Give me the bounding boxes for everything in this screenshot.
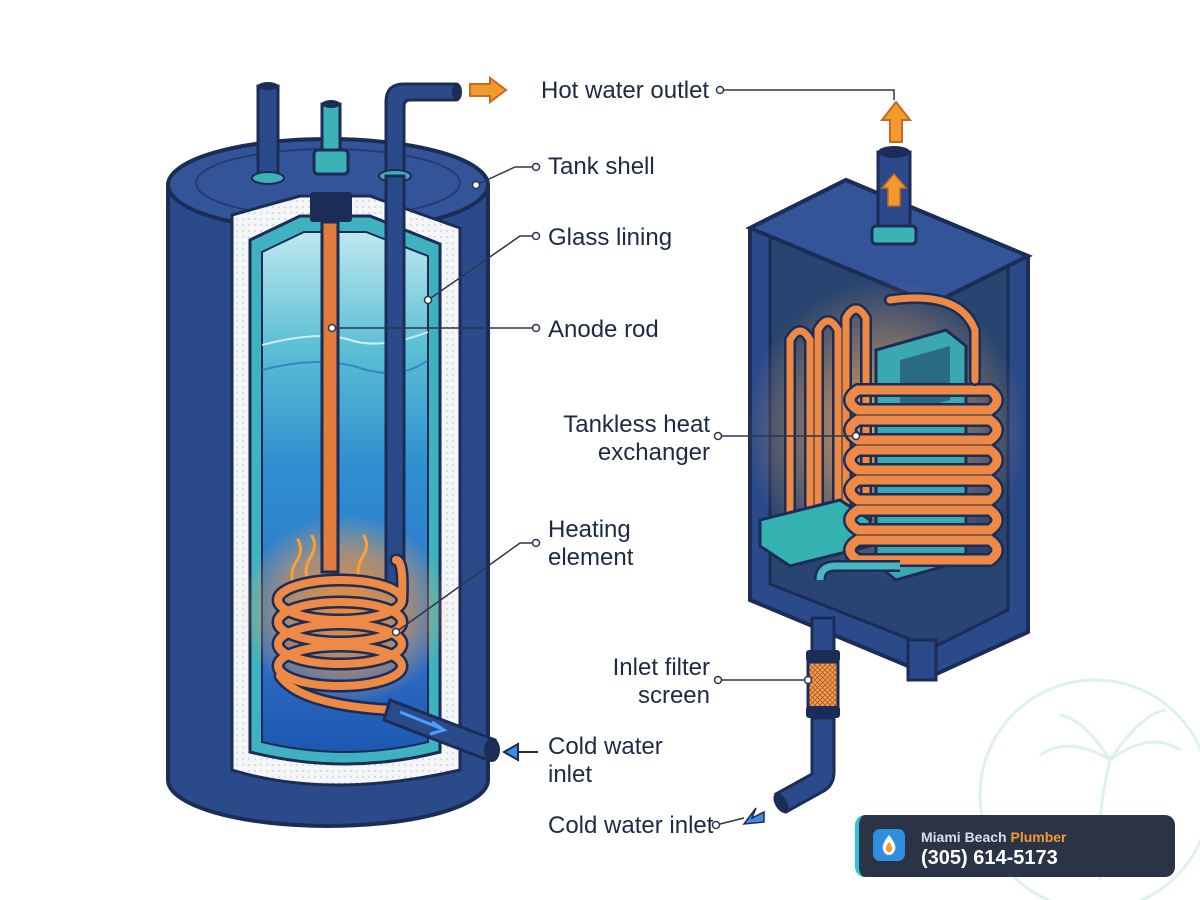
phone-number[interactable]: (305) 614-5173 — [921, 847, 1058, 869]
hot-outlet-arrow-icon — [469, 76, 508, 104]
label-cold-water-inlet-tankless: Cold water inlet — [548, 812, 714, 839]
brand-name: Miami Beach Plumber — [921, 829, 1067, 845]
label-anode-rod: Anode rod — [548, 316, 659, 343]
hot-outlet-up-arrow-icon — [879, 100, 913, 143]
inlet-filter-screen — [806, 616, 840, 718]
water-drop-icon — [873, 829, 905, 861]
brand-name-accent: Plumber — [1010, 829, 1067, 845]
brand-name-text: Miami Beach — [921, 829, 1007, 845]
contact-badge[interactable]: Miami Beach Plumber (305) 614-5173 — [855, 815, 1175, 877]
outlet-up-arrow-icon — [880, 172, 908, 207]
tankless-water-heater — [742, 100, 1033, 825]
tank-top-pipes — [251, 82, 462, 588]
label-tankless-heat-exchanger: Tankless heat exchanger — [563, 411, 710, 466]
callout-leaders — [332, 89, 895, 826]
anode-rod — [320, 220, 340, 574]
burner-tubes — [784, 303, 872, 526]
label-hot-water-outlet: Hot water outlet — [541, 77, 710, 104]
callout-endpoints — [327, 85, 861, 830]
tankless-heat-exchanger — [843, 292, 1004, 567]
cold-inlet-arrow-icon — [742, 807, 765, 825]
label-glass-lining: Glass lining — [548, 224, 673, 251]
label-inlet-filter-screen: Inlet filter screen — [612, 654, 710, 709]
label-heating-element: Heating element — [548, 516, 634, 571]
label-tank-shell: Tank shell — [548, 153, 655, 180]
label-cold-water-inlet-tank: Cold water inlet — [548, 733, 663, 788]
storage-tank-water-heater — [166, 76, 538, 828]
cold-inlet-arrow-icon — [501, 742, 538, 762]
